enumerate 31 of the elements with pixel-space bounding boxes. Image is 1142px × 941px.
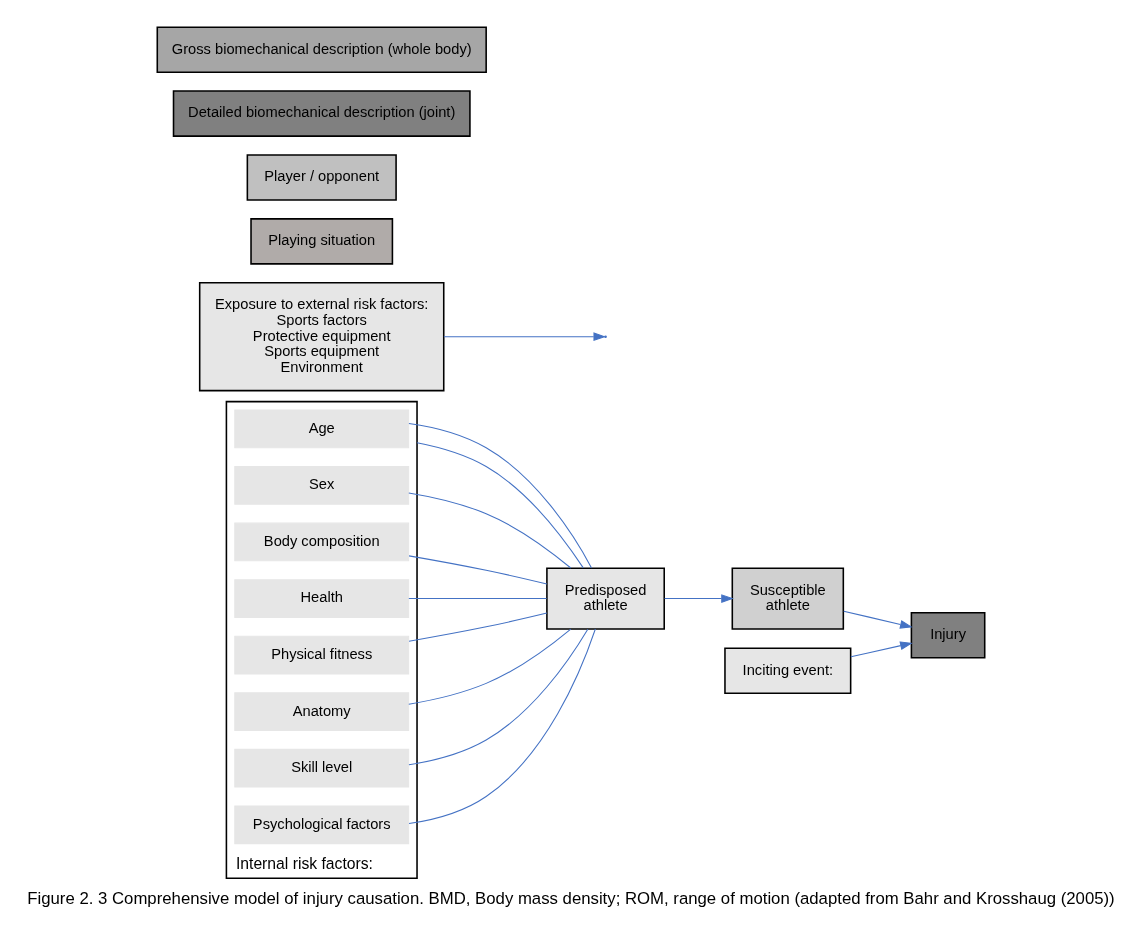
connector <box>408 628 589 766</box>
connector <box>408 555 548 585</box>
node-box: Sex <box>234 466 410 505</box>
arrow <box>850 641 913 658</box>
node-box: Gross biomechanical description (whole body) <box>156 26 487 73</box>
node-box: Inciting event: <box>724 647 852 695</box>
connector <box>408 628 572 705</box>
node-box: Detailed biomechanical description (joint) <box>172 90 471 137</box>
connector <box>408 492 572 569</box>
node-box: Psychological factors <box>234 805 410 845</box>
node-box: Player / opponent <box>246 154 397 201</box>
connector <box>408 422 593 569</box>
node-box: Physical fitness <box>234 635 410 675</box>
node-box: Body composition <box>234 522 410 562</box>
node-box: Skill level <box>234 748 410 788</box>
node-box: Predisposed athlete <box>546 567 665 630</box>
node-box: Susceptible athlete <box>731 567 845 630</box>
node-box: Playing situation <box>250 218 394 265</box>
node-box: Age <box>234 409 410 449</box>
caption: Figure 2. 3 Comprehensive model of injury causation. BMD, Body mass density; ROM, range of motion (adapted from Bahr and Krosshaug (2005)) <box>27 889 1115 909</box>
connector <box>408 612 548 642</box>
connector <box>408 598 548 600</box>
node-box: Exposure to external risk factors: Sports factors Protective equipment Sports equipment Environment <box>198 281 445 392</box>
node-box: Anatomy <box>234 692 410 732</box>
arrow <box>843 610 913 629</box>
node-box: Health <box>234 579 410 618</box>
connector <box>416 442 584 569</box>
node-box: Injury <box>910 611 986 659</box>
arrow <box>664 594 734 603</box>
arrow <box>443 332 607 342</box>
connector <box>408 628 596 825</box>
